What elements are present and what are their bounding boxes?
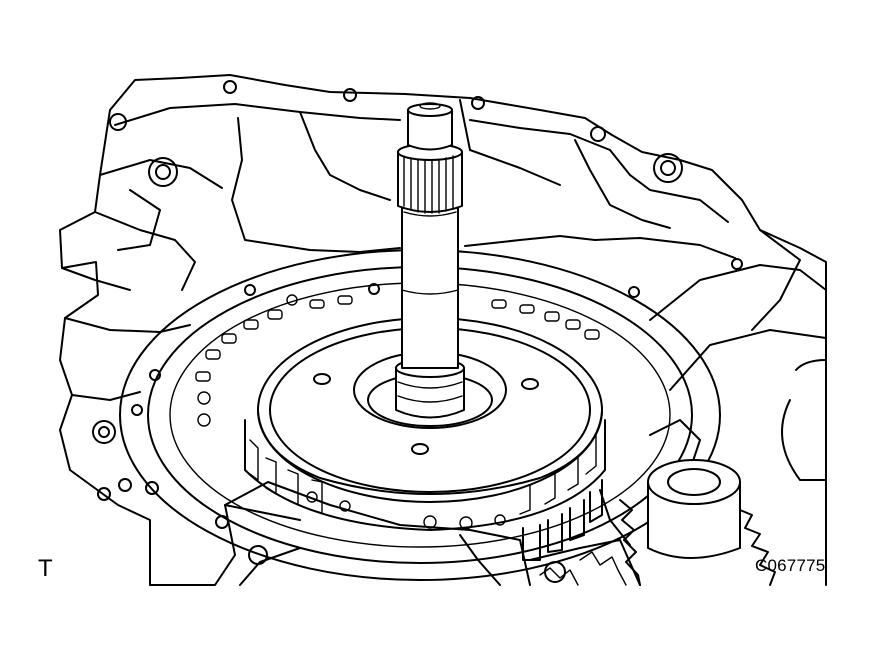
lower-case <box>149 481 641 586</box>
right-gear-cluster <box>539 499 776 586</box>
right-housing <box>649 264 827 481</box>
case-bolt-bosses <box>92 80 743 565</box>
input-shaft <box>395 102 465 419</box>
shaft-splines <box>403 155 454 214</box>
transmission-case <box>59 74 827 586</box>
right-boss-cylinder <box>647 459 741 559</box>
figure-corner-mark: T <box>38 555 53 582</box>
flange-bolt-holes <box>195 294 600 530</box>
figure-code: C067775 <box>755 556 826 575</box>
